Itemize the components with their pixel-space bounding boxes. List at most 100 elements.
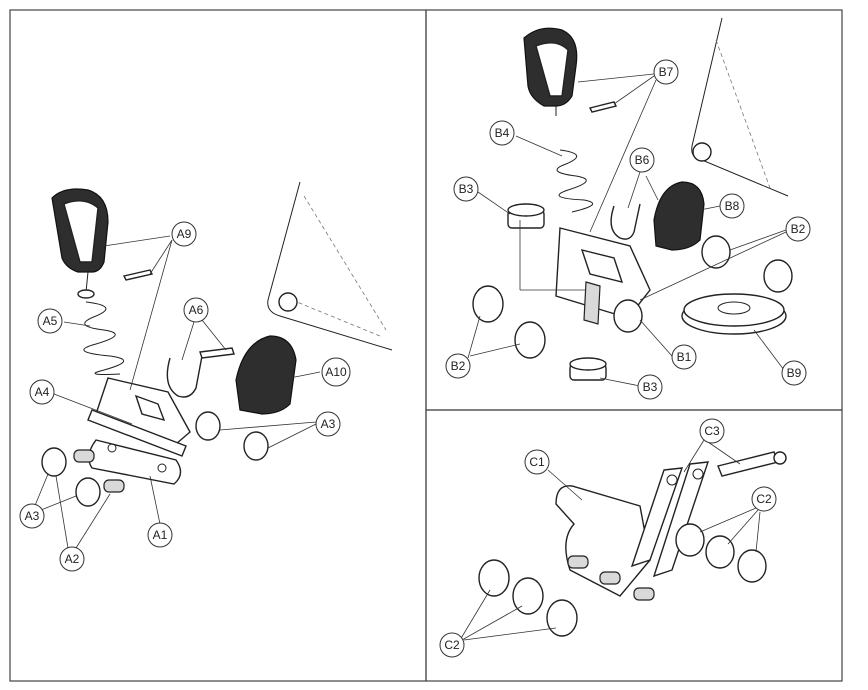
spring (556, 149, 594, 213)
roller (705, 535, 735, 569)
callout-label: B2 (451, 359, 466, 373)
sail-edge (691, 17, 789, 197)
roller (546, 599, 578, 637)
sail-seam (715, 39, 771, 189)
washer-top (683, 293, 785, 327)
roller (512, 577, 544, 615)
callout-label: B8 (725, 199, 740, 213)
roller (472, 285, 504, 323)
axle (103, 479, 125, 493)
clevis-pin (122, 269, 154, 281)
callout-label: A10 (325, 365, 347, 379)
car-slot (134, 394, 166, 422)
callout-label: A6 (189, 303, 204, 317)
callout-label: B7 (659, 65, 674, 79)
callout-label: C2 (756, 492, 772, 506)
link-plate (630, 467, 684, 568)
callout-label: B9 (787, 366, 802, 380)
roller (75, 477, 101, 507)
callout-b1: B1 (671, 344, 697, 370)
callout-b4: B4 (489, 120, 515, 146)
clevis-pin (717, 451, 779, 477)
callout-b8: B8 (719, 193, 745, 219)
leader-lines (33, 73, 787, 641)
callout-b2-left: B2 (445, 353, 471, 379)
axle (73, 449, 95, 463)
washer-hole (717, 301, 751, 315)
callout-a1: A1 (147, 522, 173, 548)
callout-label: B1 (677, 350, 692, 364)
callout-label: B2 (791, 222, 806, 236)
sail-edge (267, 181, 393, 351)
block-shank (85, 271, 89, 293)
roller (675, 523, 705, 557)
block-lower (235, 335, 297, 415)
callout-a9: A9 (171, 221, 197, 247)
callout-label: B6 (635, 153, 650, 167)
shackle (166, 355, 203, 398)
callout-b6: B6 (629, 147, 655, 173)
car-slot (580, 249, 624, 283)
callout-a5: A5 (37, 308, 63, 334)
callout-b2-right: B2 (785, 216, 811, 242)
axle (599, 571, 621, 585)
panel-frames (9, 9, 843, 682)
callout-c2-right: C2 (751, 486, 777, 512)
callout-a6: A6 (183, 297, 209, 323)
panel-c-frame (425, 409, 843, 682)
callout-b3-top: B3 (453, 176, 479, 202)
roller (195, 411, 221, 441)
callout-label: A4 (35, 385, 50, 399)
spring (83, 301, 124, 375)
pad-top (507, 203, 545, 217)
callout-label: A1 (153, 528, 168, 542)
callout-label: A3 (25, 509, 40, 523)
callout-b3-bottom: B3 (637, 374, 663, 400)
callout-label: A9 (177, 227, 192, 241)
pad-top (569, 357, 607, 371)
callout-label: B3 (459, 182, 474, 196)
callout-label: C3 (704, 424, 720, 438)
block-swivel (77, 289, 95, 299)
plate-hole (107, 443, 117, 453)
axle (567, 555, 589, 569)
link-hole (666, 474, 678, 486)
roller (514, 321, 546, 359)
callout-label: C2 (444, 638, 460, 652)
block-cheek (535, 42, 569, 97)
roller (737, 549, 767, 583)
block-cheek (63, 200, 99, 263)
callouts: A9 A5 A6 A10 A4 A3 A3 A1 (19, 59, 811, 658)
panel-c-artwork (478, 451, 787, 637)
callout-a2: A2 (59, 546, 85, 572)
roller (41, 447, 67, 477)
block-lower-swivel (692, 142, 712, 162)
callout-label: C1 (529, 455, 545, 469)
block-lower (653, 181, 705, 251)
callout-c1: C1 (524, 449, 550, 475)
callout-label: A5 (43, 314, 58, 328)
block-lower-swivel (278, 292, 298, 312)
callout-c3: C3 (699, 418, 725, 444)
roller (701, 235, 731, 269)
callout-label: A3 (321, 417, 336, 431)
callout-label: B3 (643, 380, 658, 394)
link-plate (652, 461, 710, 578)
roller (613, 299, 643, 333)
panel-a-artwork (41, 181, 393, 507)
callout-a3-left: A3 (19, 503, 45, 529)
callout-a10: A10 (321, 357, 351, 387)
sail-seam (291, 299, 381, 337)
car-bar (87, 409, 187, 457)
sail-seam (303, 195, 387, 331)
callout-a3-right: A3 (315, 411, 341, 437)
shackle (610, 203, 641, 240)
shackle-pin (199, 347, 235, 359)
plate-hole (157, 463, 167, 473)
clevis-pin (588, 101, 618, 113)
callout-b9: B9 (781, 360, 807, 386)
car-post (583, 281, 601, 325)
link-hole (692, 468, 704, 480)
